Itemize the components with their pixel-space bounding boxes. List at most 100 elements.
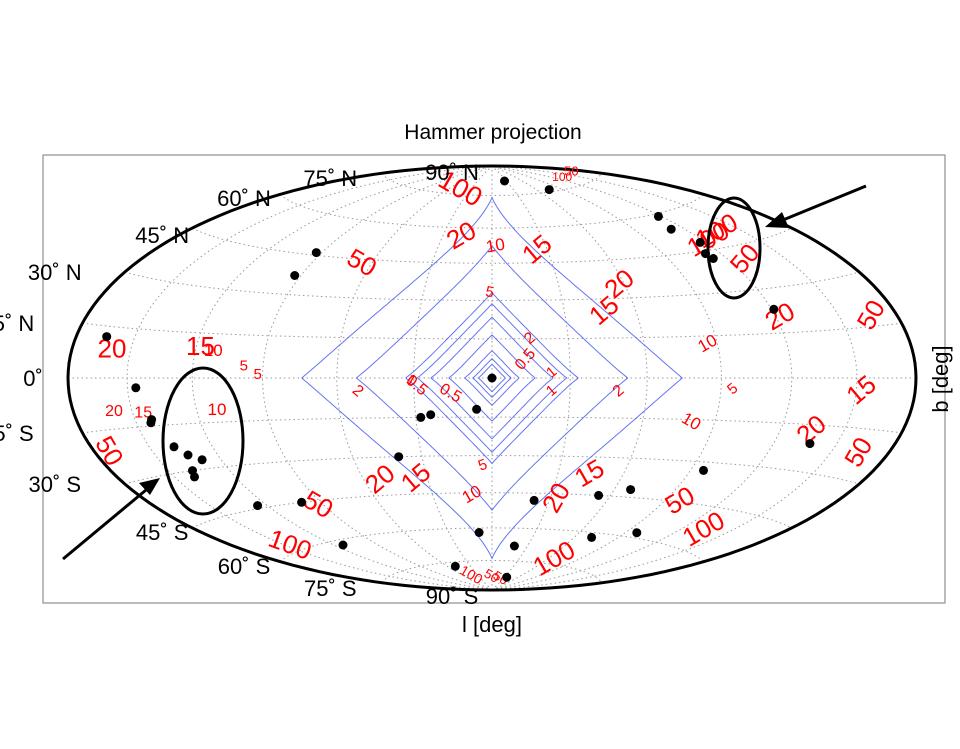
data-point [338,540,348,550]
contour-line [405,377,579,465]
contour-label: 50 [564,164,578,179]
data-point [653,211,663,221]
y-axis-label: b [deg] [928,345,953,412]
contour-line [448,377,536,422]
latitude-label: 75˚ N [303,166,357,191]
latitude-gridline [279,194,705,229]
data-point [472,404,482,414]
data-point [146,418,156,428]
sky-boundary [66,164,918,592]
latitude-gridline [191,492,793,529]
axes-box [42,154,946,604]
contour-line [464,377,520,406]
contour-label: 5 [254,366,262,383]
left-arrow [62,478,160,561]
contour-line [355,244,629,379]
chart-title: Hammer projection [404,121,581,144]
data-point [769,304,779,314]
contour-line [478,377,506,393]
latitude-labels: 90˚ N 75˚ N 60˚ N 45˚ N 30˚ N 15˚ N 0˚ 15˚ S 30˚… [0,160,479,609]
contour-label: 50 [482,566,502,586]
contour-line [301,196,683,379]
data-point [632,528,642,538]
latitude-gridline [82,322,902,340]
data-point [297,497,307,507]
latitude-label: 75˚ S [304,576,357,601]
longitude-gridline [191,165,493,591]
contour-label: 15 [186,331,215,361]
latitude-label: 15˚ N [0,311,34,336]
highlight-annotations [62,184,867,561]
data-point [183,450,193,460]
data-point [416,412,426,422]
contour-line [301,377,683,560]
contour-label: 10 [208,400,227,419]
data-point [529,495,539,505]
longitude-gridline [491,165,723,591]
contour-line [355,377,629,512]
latitude-gridline [124,455,860,485]
contour-label: 20 [105,403,123,420]
longitude-gridline [491,165,571,591]
contour-line [405,291,579,379]
contour-lines [301,196,683,560]
data-point [450,561,460,571]
data-point [502,572,512,582]
latitude-label: 15˚ S [0,421,34,446]
data-point [102,332,112,342]
data-point [587,532,597,542]
data-point [666,224,676,234]
latitude-label: 60˚ S [218,554,271,579]
upper-right-arrow [765,184,867,228]
longitude-gridline [261,165,493,591]
data-point [253,501,263,511]
contour-line [464,350,520,379]
latitude-gridline [124,271,860,301]
contour-line [416,377,568,453]
latitude-label: 90˚ S [426,584,479,609]
contour-label: 5 [484,283,495,301]
data-point [169,442,179,452]
latitude-label: 30˚ N [28,260,82,285]
data-point [190,472,199,482]
contour-line [430,377,554,440]
data-point [509,541,519,551]
data-point [544,185,554,195]
data-point [426,410,436,420]
contour-line [478,363,506,379]
contour-line [430,316,554,379]
contour-label: 5 [240,357,248,374]
latitude-label: 90˚ N [425,160,479,185]
data-point [290,271,300,280]
data-point [626,485,636,495]
longitude-gridline [413,165,493,591]
data-point [487,373,497,383]
data-point [131,383,141,393]
latitude-gridline [279,527,705,562]
latitude-label: 60˚ N [217,186,271,211]
data-point [500,176,509,186]
latitude-label: 45˚ S [136,520,189,545]
latitude-label: 30˚ S [29,472,82,497]
contour-line [472,377,512,398]
latitude-label: 0˚ [23,366,43,391]
data-point [699,465,708,475]
left-cluster-ellipse [161,366,245,516]
x-axis-label: l [deg] [462,612,522,637]
contour-label: 50 [491,568,511,588]
contour-line [416,303,568,379]
longitude-gridline [336,165,493,591]
contour-label: 10 [484,235,506,257]
contour-label: 100 [552,170,572,184]
upper-right-cluster-ellipse [706,196,762,300]
contour-line [448,334,536,379]
data-point [311,248,321,258]
latitude-label: 45˚ N [135,223,189,248]
data-point [197,455,207,465]
latitude-gridline [191,227,793,264]
data-point [805,439,815,449]
longitude-gridline [491,165,793,591]
contour-label: 20 [98,334,127,364]
longitude-gridline [491,165,648,591]
